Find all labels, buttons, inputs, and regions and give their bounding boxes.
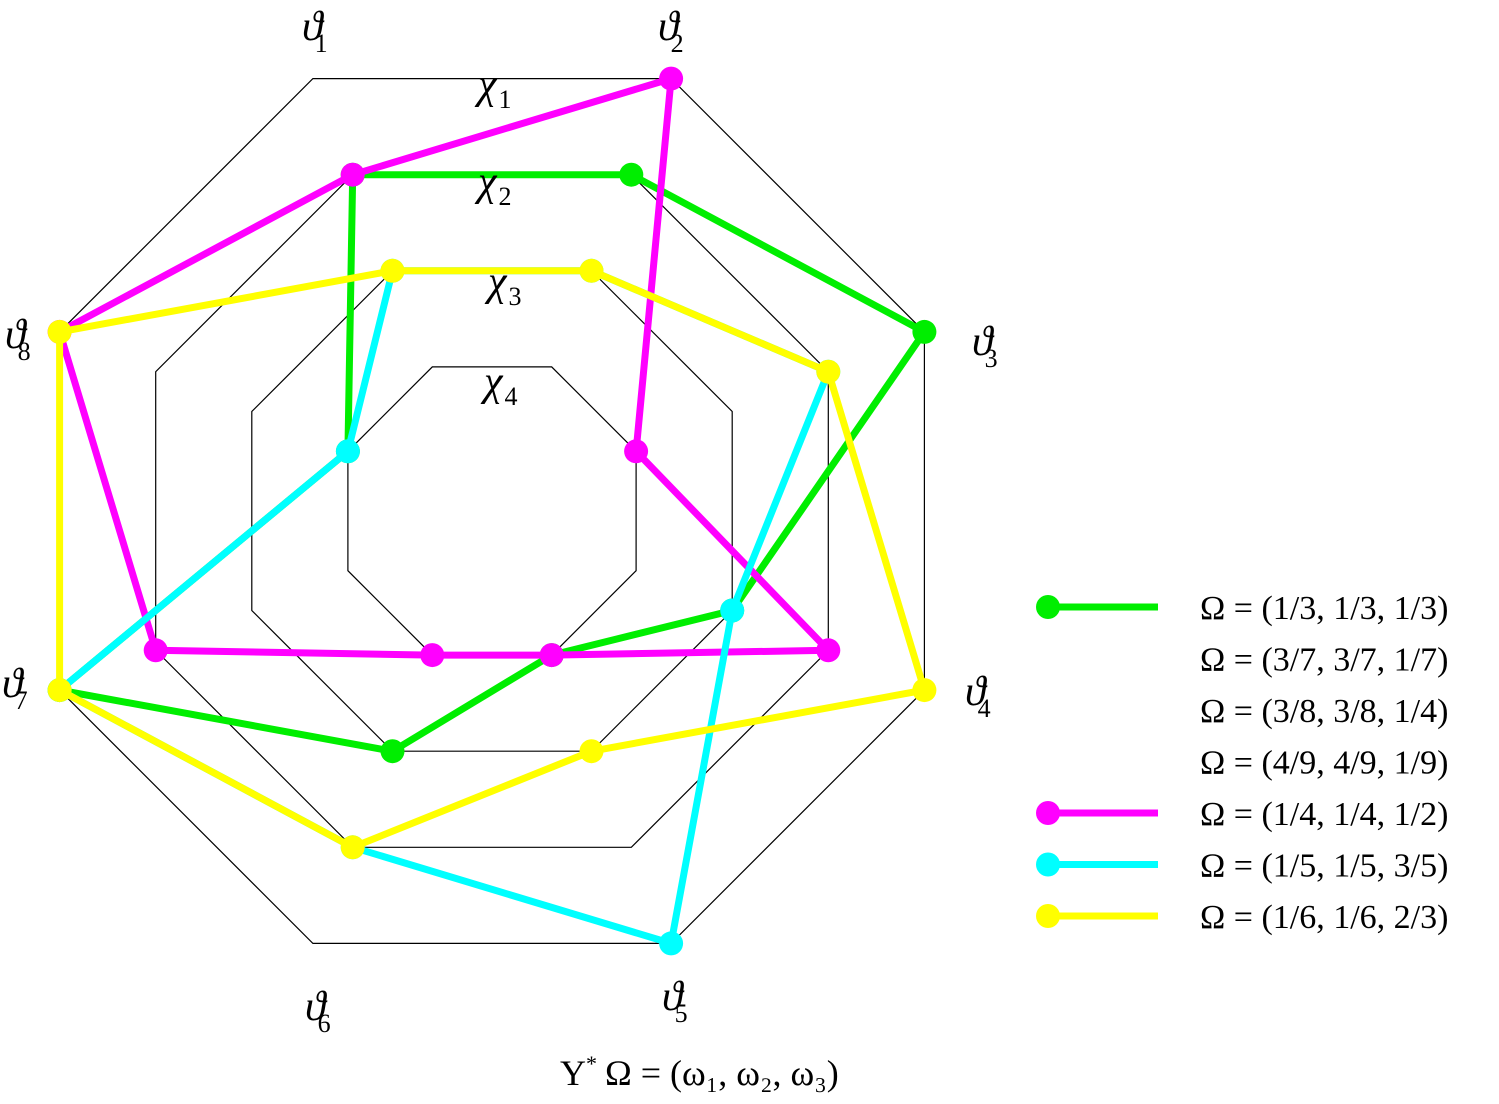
data-point-2	[579, 258, 604, 283]
ring-label-index: 4	[504, 382, 517, 411]
series-line	[53, 267, 833, 948]
data-point-2	[659, 66, 684, 91]
data-point-7	[143, 638, 168, 663]
legend-item-2: Ω = (3/7, 3/7, 1/7)	[1200, 642, 1448, 679]
data-point-3	[624, 439, 649, 464]
data-point-5	[579, 739, 604, 764]
data-point-8	[47, 319, 72, 344]
caption-sup: *	[586, 1051, 597, 1076]
grid-ring-3	[251, 270, 733, 752]
legend: Ω = (1/3, 1/3, 1/3) Ω = (3/7, 3/7, 1/7) Ω …	[1036, 590, 1448, 936]
axis-label-6: ϑ6	[305, 984, 331, 1038]
data-point-4	[912, 678, 937, 703]
radar-series	[47, 66, 937, 956]
legend-swatch-marker	[1036, 801, 1060, 825]
axis-label-1: ϑ1	[302, 4, 328, 58]
legend-swatch-marker	[1036, 852, 1060, 877]
ring-label-3: χ3	[484, 259, 521, 311]
legend-item-1: Ω = (1/3, 1/3, 1/3)	[1036, 590, 1448, 627]
axis-label-index: 8	[18, 337, 31, 366]
caption-formula: Ω = (ω₁, ω₂, ω₃)	[605, 1053, 839, 1093]
data-point-3	[816, 359, 841, 384]
series-7	[47, 258, 937, 860]
axis-labels: ϑ1 ϑ2 ϑ3 ϑ4 ϑ5 ϑ6 ϑ7 ϑ8	[2, 4, 998, 1038]
axis-label-index: 7	[15, 686, 28, 715]
series-1	[47, 162, 937, 764]
legend-label: Ω = (1/3, 1/3, 1/3)	[1200, 590, 1448, 627]
data-point-8	[335, 439, 360, 464]
ring-label-index: 1	[498, 85, 511, 114]
legend-label: Ω = (3/7, 3/7, 1/7)	[1200, 642, 1448, 679]
legend-label: Ω = (1/4, 1/4, 1/2)	[1200, 796, 1448, 833]
chart-caption: Υ*Ω = (ω₁, ω₂, ω₃)	[560, 1051, 839, 1093]
legend-label: Ω = (3/8, 3/8, 1/4)	[1200, 693, 1448, 730]
grid-ring-2	[155, 174, 829, 848]
data-point-3	[912, 319, 937, 344]
ring-label-index: 2	[498, 182, 511, 211]
axis-label-index: 3	[985, 344, 998, 373]
legend-item-6: Ω = (1/5, 1/5, 3/5)	[1036, 848, 1448, 885]
legend-item-7: Ω = (1/6, 1/6, 2/3)	[1036, 899, 1448, 936]
legend-item-5: Ω = (1/4, 1/4, 1/2)	[1036, 796, 1448, 833]
data-point-6	[420, 643, 445, 668]
axis-label-index: 6	[318, 1009, 331, 1038]
axis-label-index: 5	[675, 999, 688, 1028]
grid-ring-4	[347, 366, 637, 656]
data-point-1	[340, 162, 365, 187]
legend-label: Ω = (4/9, 4/9, 1/9)	[1200, 745, 1448, 782]
data-point-1	[380, 258, 405, 283]
axis-label-7: ϑ7	[2, 661, 28, 715]
data-point-2	[619, 162, 644, 187]
data-point-6	[380, 739, 405, 764]
ring-label-2: χ2	[474, 159, 511, 211]
caption-text: Υ*Ω = (ω₁, ω₂, ω₃)	[560, 1051, 839, 1093]
data-point-5	[659, 931, 684, 956]
axis-label-8: ϑ8	[5, 312, 31, 366]
legend-swatch-marker	[1036, 904, 1060, 928]
ring-label-index: 3	[508, 282, 521, 311]
radar-grid	[58, 77, 926, 945]
legend-item-4: Ω = (4/9, 4/9, 1/9)	[1200, 745, 1448, 782]
data-point-4	[816, 638, 841, 663]
ring-label-1: χ1	[474, 62, 511, 114]
legend-label: Ω = (1/5, 1/5, 3/5)	[1200, 848, 1448, 885]
data-point-7	[47, 678, 72, 703]
series-6	[47, 258, 841, 956]
legend-label: Ω = (1/6, 1/6, 2/3)	[1200, 899, 1448, 936]
grid-ring-1	[58, 77, 926, 945]
legend-swatch-marker	[1036, 595, 1060, 619]
axis-label-5: ϑ5	[662, 974, 688, 1028]
axis-label-2: ϑ2	[658, 4, 684, 58]
data-point-4	[720, 598, 745, 623]
legend-item-3: Ω = (3/8, 3/8, 1/4)	[1200, 693, 1448, 730]
data-point-6	[340, 835, 365, 860]
axis-label-3: ϑ3	[972, 319, 998, 373]
series-line	[56, 267, 929, 852]
axis-label-4: ϑ4	[965, 669, 991, 723]
axis-label-index: 2	[671, 29, 684, 58]
axis-label-index: 1	[315, 29, 328, 58]
axis-label-index: 4	[978, 694, 991, 723]
data-point-5	[539, 643, 564, 668]
